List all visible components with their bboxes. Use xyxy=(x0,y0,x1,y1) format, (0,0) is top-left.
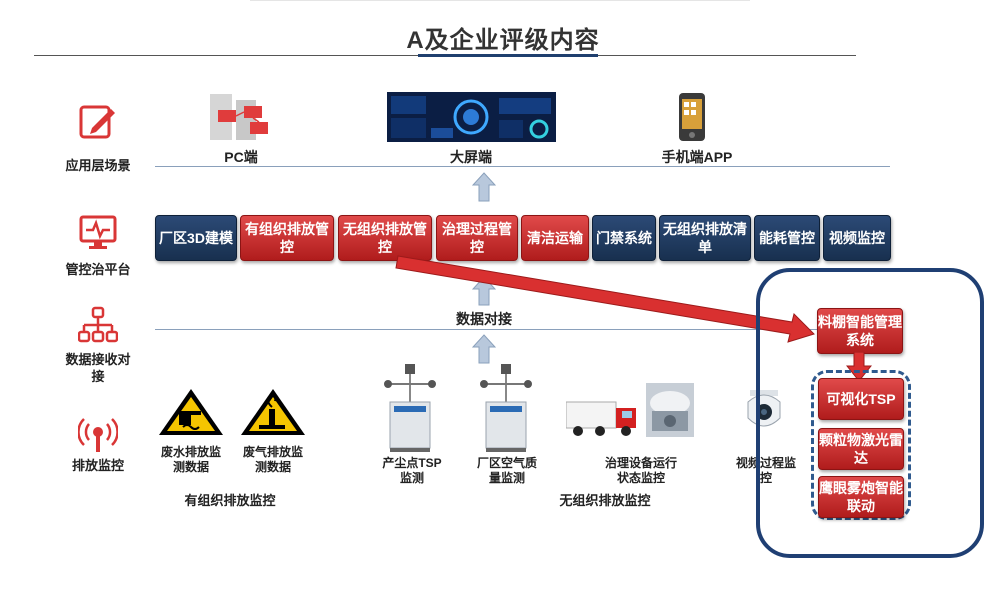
big-screen-icon xyxy=(387,92,556,142)
module-unorganized-inventory[interactable]: 无组织排放清单 xyxy=(659,215,751,261)
edit-icon xyxy=(79,105,115,139)
pc-terminal-label: PC端 xyxy=(224,149,258,165)
data-dock-label: 数据对接 xyxy=(456,311,512,327)
side-system-frame xyxy=(756,268,984,558)
up-arrow-icon xyxy=(472,172,496,202)
tsp-station-icon xyxy=(384,364,436,452)
equipment-label: 治理设备运行状态监控 xyxy=(604,456,677,485)
app-layer-line xyxy=(155,166,890,167)
module-video-monitoring[interactable]: 视频监控 xyxy=(823,215,891,261)
mobile-terminal-label: 手机端APP xyxy=(661,149,733,165)
tsp-label: 产尘点TSP监测 xyxy=(382,456,442,485)
layer-label-monitor: 排放监控 xyxy=(71,458,124,473)
module-access-control[interactable]: 门禁系统 xyxy=(592,215,656,261)
up-arrow-icon xyxy=(472,334,496,364)
particle-lidar-box[interactable]: 颗粒物激光雷达 xyxy=(818,428,904,470)
module-3d-modeling[interactable]: 厂区3D建模 xyxy=(155,215,237,261)
module-process-control[interactable]: 治理过程管控 xyxy=(436,215,518,261)
video-process-label: 视频过程监控 xyxy=(736,456,797,485)
title-accent-bar xyxy=(418,54,598,57)
signal-tower-icon xyxy=(78,418,118,452)
truck-icon xyxy=(566,401,636,436)
layer-label-app: 应用层场景 xyxy=(65,158,131,173)
layer-label-platform: 管控治平台 xyxy=(65,262,131,277)
network-tree-icon xyxy=(78,306,118,343)
top-divider xyxy=(250,0,750,1)
down-arrow-icon xyxy=(846,352,872,382)
pc-icon xyxy=(210,94,268,140)
module-energy-control[interactable]: 能耗管控 xyxy=(754,215,820,261)
air-quality-label: 厂区空气质量监测 xyxy=(476,456,537,485)
module-unorganized-emission[interactable]: 无组织排放管控 xyxy=(338,215,432,261)
equipment-photo-icon xyxy=(646,383,694,437)
eagle-eye-fog-cannon-box[interactable]: 鹰眼雾炮智能联动 xyxy=(818,476,904,518)
visual-tsp-box[interactable]: 可视化TSP xyxy=(818,378,904,420)
side-subsystems-frame xyxy=(811,370,911,520)
mobile-phone-icon xyxy=(679,93,705,141)
monitor-pulse-icon xyxy=(79,215,117,249)
air-quality-station-icon xyxy=(480,364,532,452)
module-clean-transport[interactable]: 清洁运输 xyxy=(521,215,589,261)
wastegas-label: 废气排放监测数据 xyxy=(242,445,303,474)
module-organized-emission[interactable]: 有组织排放管控 xyxy=(240,215,334,261)
layer-label-data: 数据接收对接 xyxy=(65,352,131,384)
wastewater-label: 废水排放监测数据 xyxy=(160,445,221,474)
wastewater-warning-icon xyxy=(159,389,223,435)
unorganized-group-label: 无组织排放监控 xyxy=(559,493,651,508)
wastegas-warning-icon xyxy=(241,389,305,435)
red-link-arrow xyxy=(395,255,815,343)
data-layer-line xyxy=(155,329,890,330)
organized-group-label: 有组织排放监控 xyxy=(184,493,276,508)
material-shed-system-box[interactable]: 料棚智能管理系统 xyxy=(817,308,903,354)
screen-terminal-label: 大屏端 xyxy=(450,149,492,165)
page-title: A及企业评级内容 xyxy=(406,27,600,54)
